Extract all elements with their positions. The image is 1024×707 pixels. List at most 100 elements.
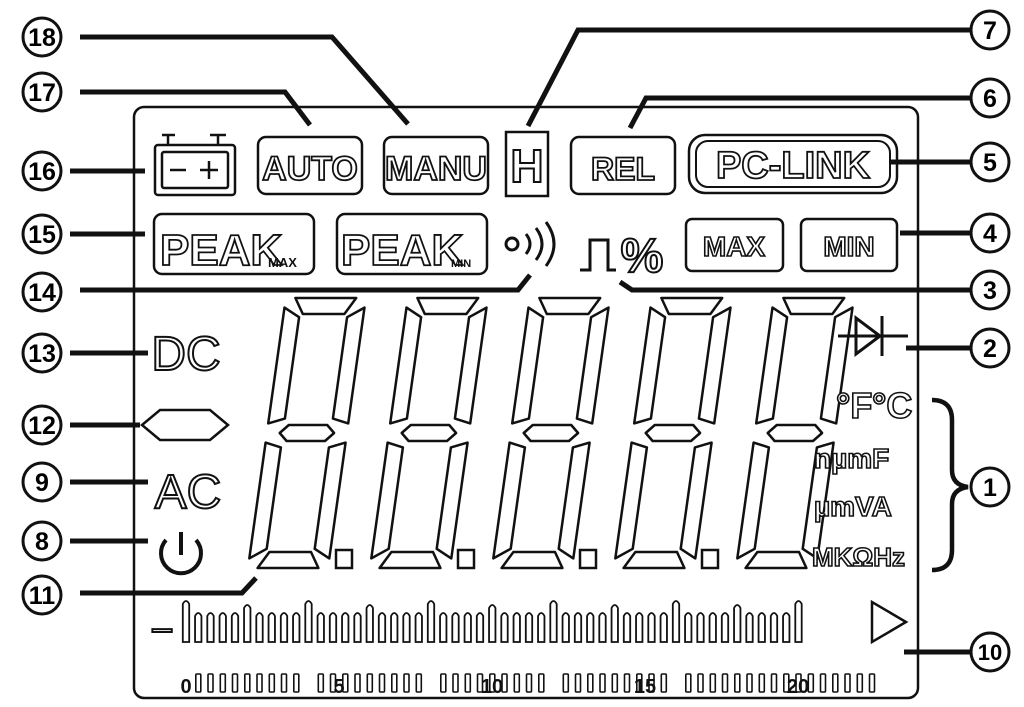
- svg-text:7: 7: [983, 17, 997, 45]
- digit-3-segment-d: [500, 550, 564, 570]
- peak-max-badge: PEAK MAX: [152, 212, 316, 276]
- bargraph-segment: [696, 612, 705, 643]
- digit-4-segment-f: [632, 306, 667, 425]
- auto-power-off-icon: [159, 532, 203, 576]
- decimal-point-3: [578, 548, 598, 570]
- svg-text:15: 15: [28, 221, 56, 249]
- callout-7: 7: [969, 9, 1011, 51]
- digit-1-segment-g: [278, 423, 336, 443]
- bargraph-segment: [243, 604, 252, 643]
- scale-tick: [648, 673, 655, 693]
- pc-link-badge: PC-LINK: [687, 133, 899, 195]
- scale-tick: [746, 673, 753, 693]
- digit-2-segment-f: [388, 306, 423, 425]
- svg-text:14: 14: [28, 279, 56, 307]
- dc-label: DC: [151, 328, 220, 381]
- digit-2-segment-g: [400, 423, 458, 443]
- bargraph-segment: [304, 600, 313, 643]
- diode-icon: [838, 315, 908, 357]
- scale-tick: [207, 673, 214, 693]
- digit-5-segment-c: [801, 441, 835, 560]
- svg-text:6: 6: [983, 85, 997, 113]
- scale-tick: [733, 673, 741, 693]
- analog-bargraph: [181, 600, 803, 643]
- bargraph-segment: [267, 612, 276, 643]
- bargraph-segment: [500, 612, 509, 643]
- bargraph-segment: [230, 612, 240, 643]
- scale-tick: [770, 673, 778, 693]
- scale-tick: [868, 673, 876, 693]
- scale-tick: [317, 673, 325, 693]
- svg-text:%: %: [621, 230, 664, 283]
- bargraph-segment: [206, 612, 215, 643]
- svg-text:1: 1: [983, 474, 997, 502]
- lcd-frame: [132, 105, 920, 700]
- svg-text:4: 4: [983, 220, 997, 248]
- bargraph-segment: [635, 612, 644, 643]
- callout-5: 5: [969, 141, 1011, 183]
- digit-1-segment-c: [313, 441, 347, 560]
- scale-tick: [586, 673, 594, 693]
- digit-1-segment-d: [256, 550, 320, 570]
- bargraph-segment: [402, 612, 411, 643]
- continuity-buzzer-icon: [504, 221, 556, 267]
- svg-text:11: 11: [29, 582, 56, 610]
- callout-12: 12: [21, 404, 63, 446]
- digit-1-segment-a: [294, 296, 358, 316]
- digit-4-segment-d: [622, 550, 686, 570]
- scale-tick: [354, 673, 361, 693]
- bargraph-segment: [365, 604, 374, 643]
- bargraph-segment: [733, 604, 742, 643]
- bargraph-segment: [745, 612, 754, 643]
- unit-prefix-farad-label: nµmF: [814, 443, 889, 474]
- duty-cycle-icon: %: [580, 229, 664, 284]
- svg-text:2: 2: [983, 335, 997, 363]
- scale-tick: [292, 673, 300, 693]
- bargraph-scale: [195, 673, 876, 693]
- digit-4-segment-a: [660, 296, 724, 316]
- scale-tick: [697, 673, 704, 693]
- callout-8: 8: [21, 520, 63, 562]
- bargraph-segment: [549, 600, 558, 643]
- bargraph-segment: [279, 612, 289, 643]
- bargraph-segment: [573, 612, 583, 643]
- digit-2-segment-e: [370, 441, 405, 560]
- scale-tick: [488, 673, 496, 693]
- bargraph-segment: [341, 612, 350, 643]
- scale-tick: [195, 673, 202, 693]
- digit-5-segment-d: [744, 550, 808, 570]
- scale-tick: [831, 673, 839, 693]
- bargraph-segment: [537, 612, 546, 643]
- scale-tick: [244, 673, 251, 693]
- svg-text:MIN: MIN: [451, 258, 471, 270]
- callout-9: 9: [21, 461, 63, 503]
- callout-3: 3: [969, 269, 1011, 311]
- scale-tick: [537, 673, 545, 693]
- svg-text:PC-LINK: PC-LINK: [716, 145, 871, 187]
- digit-1-segment-e: [248, 441, 283, 560]
- scale-tick: [721, 673, 729, 693]
- auto-badge: AUTO: [256, 135, 364, 196]
- callout-2: 2: [969, 327, 1011, 369]
- bargraph-segment: [757, 612, 766, 643]
- svg-text:9: 9: [35, 469, 49, 497]
- bargraph-segment: [561, 612, 570, 643]
- digit-2-segment-a: [416, 296, 480, 316]
- digit-4-segment-e: [614, 441, 649, 560]
- scale-label-5: 5: [333, 676, 344, 698]
- digit-2-segment-c: [435, 441, 469, 560]
- digit-3-segment-e: [492, 441, 527, 560]
- battery-icon: [153, 133, 237, 197]
- bargraph-segment: [218, 612, 227, 643]
- scale-tick: [513, 673, 521, 693]
- bargraph-segment: [794, 600, 803, 643]
- callout-17: 17: [21, 71, 63, 113]
- bargraph-segment: [426, 600, 436, 643]
- unit-prefix-ohm-hertz-label: MKΩHz: [812, 542, 905, 572]
- peak-min-badge: PEAK MIN: [335, 212, 489, 276]
- scale-tick: [782, 673, 790, 693]
- decimal-point-2: [456, 548, 476, 570]
- bargraph-segment: [328, 612, 338, 643]
- scale-tick: [476, 673, 484, 693]
- scale-tick: [501, 673, 508, 693]
